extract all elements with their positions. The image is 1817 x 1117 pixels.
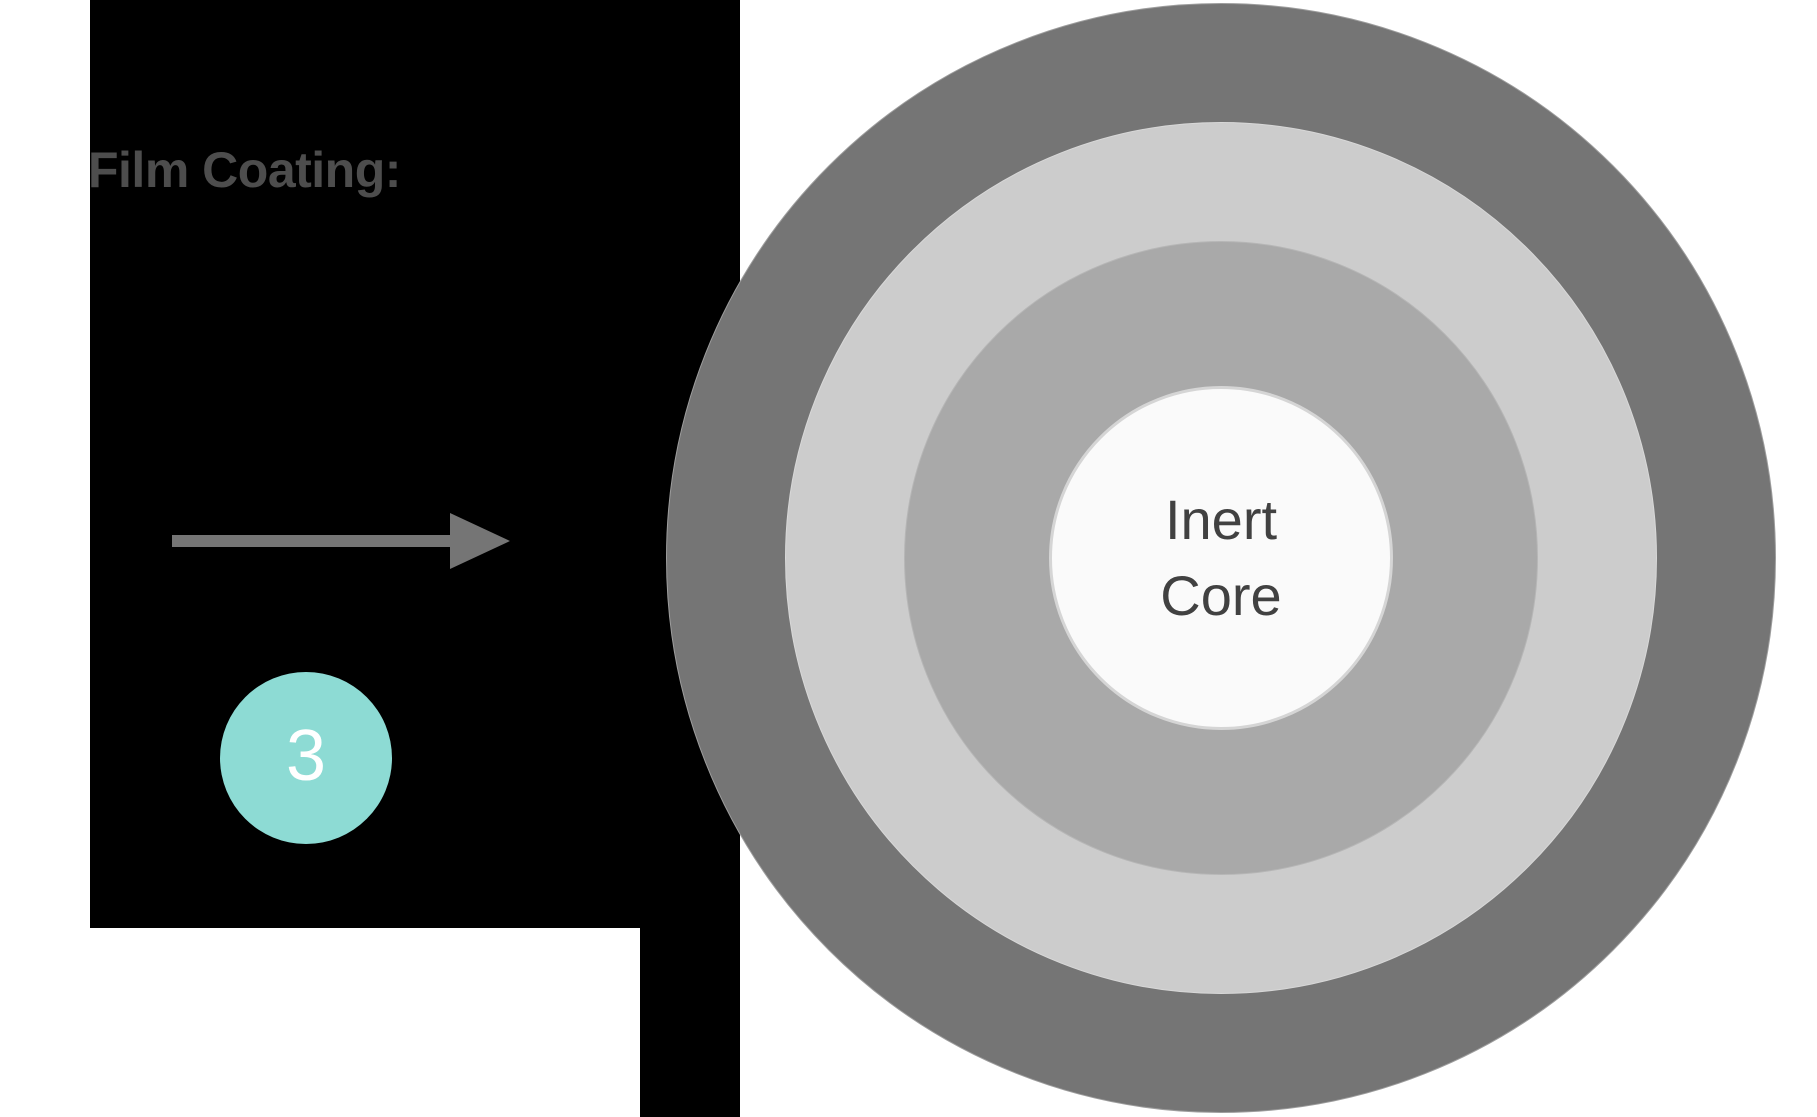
step-number-badge[interactable]: 3 <box>220 672 392 844</box>
inert-core-label-line1: Inert <box>1164 488 1278 552</box>
inert-core-label-line2: Core <box>1160 564 1282 627</box>
step-number-label: 3 <box>285 716 327 796</box>
process-arrow <box>150 505 520 575</box>
inert-core: Inert Core <box>1049 386 1393 730</box>
right-arrow-icon <box>172 513 510 569</box>
tablet-cross-section: Inert Core <box>666 3 1776 1113</box>
step-title: Film Coating: <box>88 142 401 198</box>
